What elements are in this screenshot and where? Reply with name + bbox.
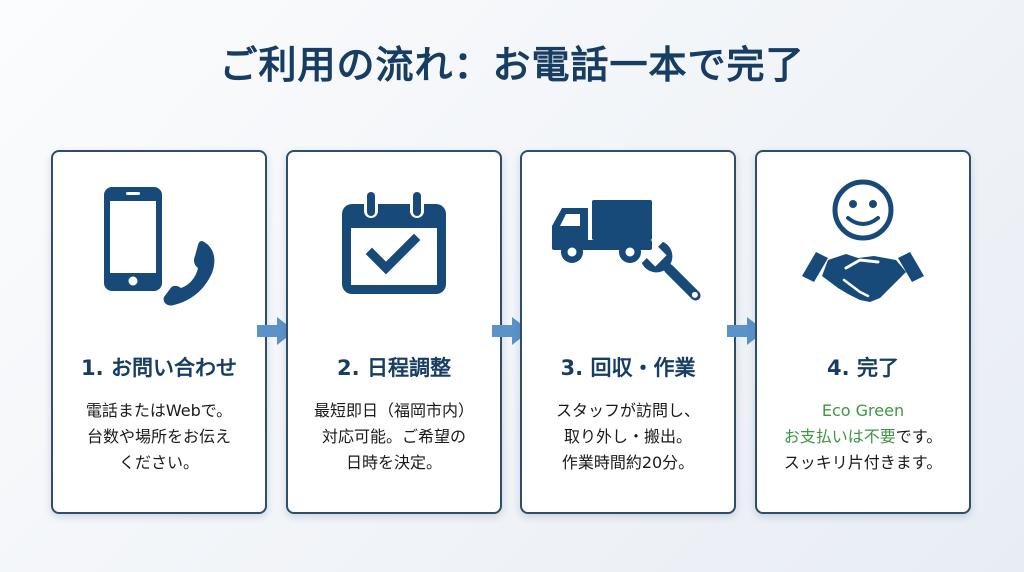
- description-line: 作業時間約20分。: [561, 453, 695, 472]
- description-line: ください。: [118, 453, 199, 472]
- step-description: 最短即日（福岡市内） 対応可能。ご希望の 日時を決定。: [296, 398, 492, 476]
- calendar-check-icon: [288, 176, 500, 316]
- phone-icon: [53, 176, 265, 316]
- step-description: Eco Green お支払いは不要です。 スッキリ片付きます。: [765, 398, 961, 476]
- description-line: 電話またはWebで。: [85, 401, 233, 420]
- no-payment-highlight: お支払いは不要: [783, 427, 896, 446]
- page-title: ご利用の流れ：お電話一本で完了: [219, 43, 805, 87]
- description-line: スタッフが訪問し、: [555, 401, 700, 420]
- step-title: 4. 完了: [827, 356, 899, 380]
- description-line: スッキリ片付きます。: [783, 453, 943, 472]
- description-line: 対応可能。ご希望の: [321, 427, 466, 446]
- right-arrow-icon: [257, 317, 295, 345]
- description-line: お支払いは不要です。: [765, 424, 961, 450]
- step-title: 2. 日程調整: [337, 356, 451, 380]
- step-card-scheduling: 2. 日程調整 最短即日（福岡市内） 対応可能。ご希望の 日時を決定。: [286, 150, 502, 514]
- step-description: スタッフが訪問し、 取り外し・搬出。 作業時間約20分。: [530, 398, 726, 476]
- description-text: です。: [895, 427, 943, 446]
- step-card-inquiry: 1. お問い合わせ 電話またはWebで。 台数や場所をお伝え ください。: [51, 150, 267, 514]
- step-title: 3. 回収・作業: [560, 356, 696, 380]
- description-line: 取り外し・搬出。: [563, 427, 692, 446]
- step-description: 電話またはWebで。 台数や場所をお伝え ください。: [61, 398, 257, 476]
- brand-name: Eco Green: [821, 401, 905, 420]
- smiley-handshake-icon: [757, 176, 969, 316]
- step-title: 1. お問い合わせ: [81, 356, 237, 380]
- step-card-collection: 3. 回収・作業 スタッフが訪問し、 取り外し・搬出。 作業時間約20分。: [520, 150, 736, 514]
- description-line: 台数や場所をお伝え: [86, 427, 231, 446]
- step-card-complete: 4. 完了 Eco Green お支払いは不要です。 スッキリ片付きます。: [755, 150, 971, 514]
- description-line: 日時を決定。: [345, 453, 442, 472]
- truck-wrench-icon: [522, 176, 734, 316]
- description-line: 最短即日（福岡市内）: [313, 401, 474, 420]
